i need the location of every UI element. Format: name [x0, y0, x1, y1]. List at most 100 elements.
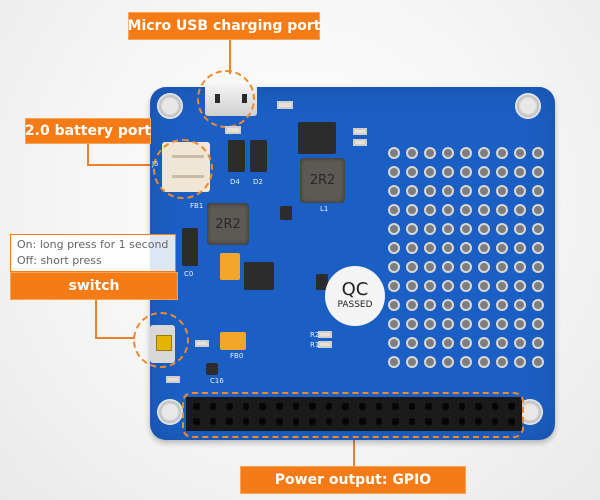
gpio-pin-socket	[457, 417, 467, 426]
proto-hole	[406, 356, 418, 368]
switch-note-off: Off: short press	[17, 254, 102, 267]
gpio-pin-socket	[374, 402, 384, 411]
proto-hole	[406, 166, 418, 178]
silk-c16: FB0	[230, 352, 244, 360]
gpio-pin-socket	[474, 402, 483, 411]
proto-hole	[388, 337, 400, 349]
proto-hole	[532, 356, 544, 368]
proto-hole	[514, 318, 526, 330]
resistor-r6	[318, 331, 332, 338]
proto-hole	[424, 318, 436, 330]
proto-hole	[532, 280, 544, 292]
proto-hole	[532, 242, 544, 254]
proto-hole	[460, 261, 472, 273]
proto-hole	[460, 337, 472, 349]
switch-leader-line-h	[95, 337, 135, 339]
proto-hole	[478, 166, 490, 178]
gpio-pin-socket	[308, 402, 317, 411]
battery-highlight	[153, 139, 213, 199]
tantalum-cap-c16	[220, 332, 246, 350]
resistor-r9	[353, 128, 367, 135]
usb-leader-line	[229, 38, 231, 74]
gpio-pin-socket	[258, 402, 267, 411]
proto-hole	[478, 223, 490, 235]
proto-hole	[388, 299, 400, 311]
mount-hole-bottom-left	[157, 399, 183, 425]
gpio-pin-socket	[324, 402, 334, 411]
gpio-pin-socket	[208, 402, 218, 411]
diode-d2	[250, 140, 267, 172]
gpio-pin-socket	[258, 417, 267, 426]
silk-j5: J5	[152, 160, 159, 168]
proto-hole	[496, 185, 508, 197]
proto-hole	[424, 166, 436, 178]
qc-passed-sticker: QC PASSED	[325, 266, 385, 326]
proto-hole	[532, 337, 544, 349]
gpio-pin-socket	[241, 417, 251, 426]
gpio-label: Power output: GPIO	[240, 466, 466, 494]
gpio-pin-socket	[424, 417, 433, 426]
proto-hole	[388, 166, 400, 178]
proto-hole	[406, 147, 418, 159]
proto-hole	[514, 185, 526, 197]
proto-hole	[460, 318, 472, 330]
proto-hole	[406, 318, 418, 330]
proto-hole	[496, 261, 508, 273]
proto-hole	[496, 204, 508, 216]
gpio-pin-socket	[441, 417, 450, 426]
proto-hole	[460, 223, 472, 235]
proto-hole	[496, 223, 508, 235]
resistor-d1	[166, 376, 180, 383]
gpio-pin-socket	[291, 402, 301, 411]
gpio-pin-socket	[324, 417, 334, 426]
proto-hole	[406, 223, 418, 235]
switch-highlight	[133, 312, 189, 368]
gpio-pin-socket	[275, 417, 284, 426]
proto-hole	[388, 185, 400, 197]
gpio-pin-socket	[341, 417, 350, 426]
proto-hole	[496, 147, 508, 159]
proto-hole	[442, 223, 454, 235]
proto-hole	[478, 204, 490, 216]
proto-hole	[406, 261, 418, 273]
proto-hole	[514, 242, 526, 254]
proto-hole	[514, 356, 526, 368]
mount-hole-top-left	[157, 93, 183, 119]
proto-hole	[478, 318, 490, 330]
proto-hole	[532, 318, 544, 330]
proto-hole	[424, 185, 436, 197]
ic-u2	[280, 206, 292, 220]
ic-u1	[298, 122, 336, 154]
proto-hole	[388, 356, 400, 368]
proto-hole	[442, 280, 454, 292]
proto-hole	[532, 147, 544, 159]
silk-r2: R1	[310, 341, 320, 349]
proto-hole	[532, 185, 544, 197]
silk-d4: D4	[230, 178, 240, 186]
resistor-c7	[225, 126, 241, 134]
switch-label: switch	[10, 272, 178, 300]
proto-hole	[442, 166, 454, 178]
silk-r6: R2	[310, 331, 320, 339]
gpio-pin-socket	[407, 417, 417, 426]
proto-hole	[442, 356, 454, 368]
proto-hole	[460, 356, 472, 368]
proto-hole	[442, 204, 454, 216]
usb-highlight	[197, 70, 255, 128]
proto-hole	[478, 337, 490, 349]
gpio-header	[186, 397, 522, 431]
proto-hole	[424, 147, 436, 159]
qc-text: QC	[341, 279, 369, 300]
silk-d2: D2	[253, 178, 263, 186]
gpio-pin-socket	[441, 402, 450, 411]
inductor-l1: 2R2	[300, 158, 345, 203]
ic-u3	[244, 262, 274, 290]
proto-hole	[424, 356, 436, 368]
proto-hole	[496, 299, 508, 311]
gpio-pin-socket	[374, 417, 384, 426]
proto-hole	[442, 242, 454, 254]
gpio-pin-socket	[507, 417, 516, 426]
proto-hole	[406, 299, 418, 311]
gpio-pin-socket	[275, 402, 284, 411]
proto-hole	[514, 166, 526, 178]
